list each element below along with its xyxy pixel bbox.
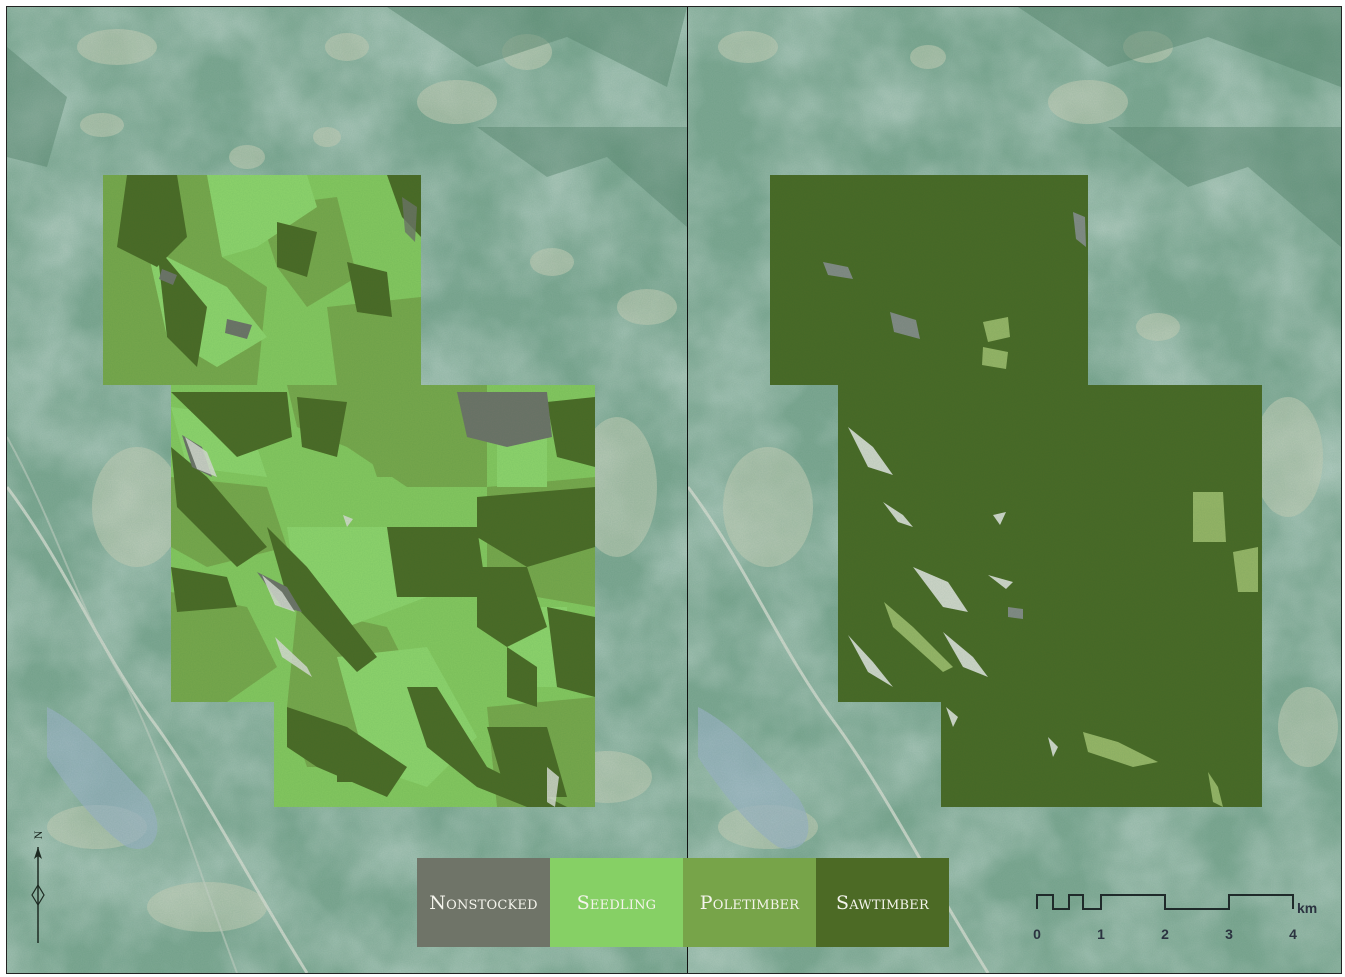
legend-label-poletimber: Poletimber	[699, 891, 800, 914]
scale-tick-1: 1	[1097, 926, 1105, 942]
panel-divider	[687, 7, 688, 973]
scale-tick-3: 3	[1225, 926, 1233, 942]
legend: Nonstocked Seedling Poletimber Sawtimber	[417, 858, 949, 947]
right-map-canvas	[688, 7, 1341, 973]
north-label: N	[31, 830, 45, 839]
legend-nonstocked: Nonstocked	[417, 858, 550, 947]
legend-label-sawtimber: Sawtimber	[836, 891, 929, 914]
north-arrow-icon	[34, 847, 42, 859]
scale-bar-line	[1036, 894, 1294, 910]
scale-bar: km 0 1 2 3 4	[1033, 894, 1317, 942]
map-panel-right[interactable]	[688, 7, 1341, 973]
scale-tick-4: 4	[1289, 926, 1297, 942]
compass-diamond-icon	[31, 883, 45, 907]
north-arrow: N	[31, 830, 45, 943]
legend-label-nonstocked: Nonstocked	[429, 891, 538, 914]
left-map-canvas	[7, 7, 687, 973]
legend-poletimber: Poletimber	[683, 858, 816, 947]
scale-tick-2: 2	[1161, 926, 1169, 942]
legend-seedling: Seedling	[550, 858, 683, 947]
map-panel-left[interactable]	[7, 7, 687, 973]
scale-tick-0: 0	[1033, 926, 1041, 942]
scale-unit: km	[1297, 900, 1317, 916]
legend-label-seedling: Seedling	[576, 891, 657, 914]
legend-sawtimber: Sawtimber	[816, 858, 949, 947]
map-frame	[6, 6, 1342, 974]
